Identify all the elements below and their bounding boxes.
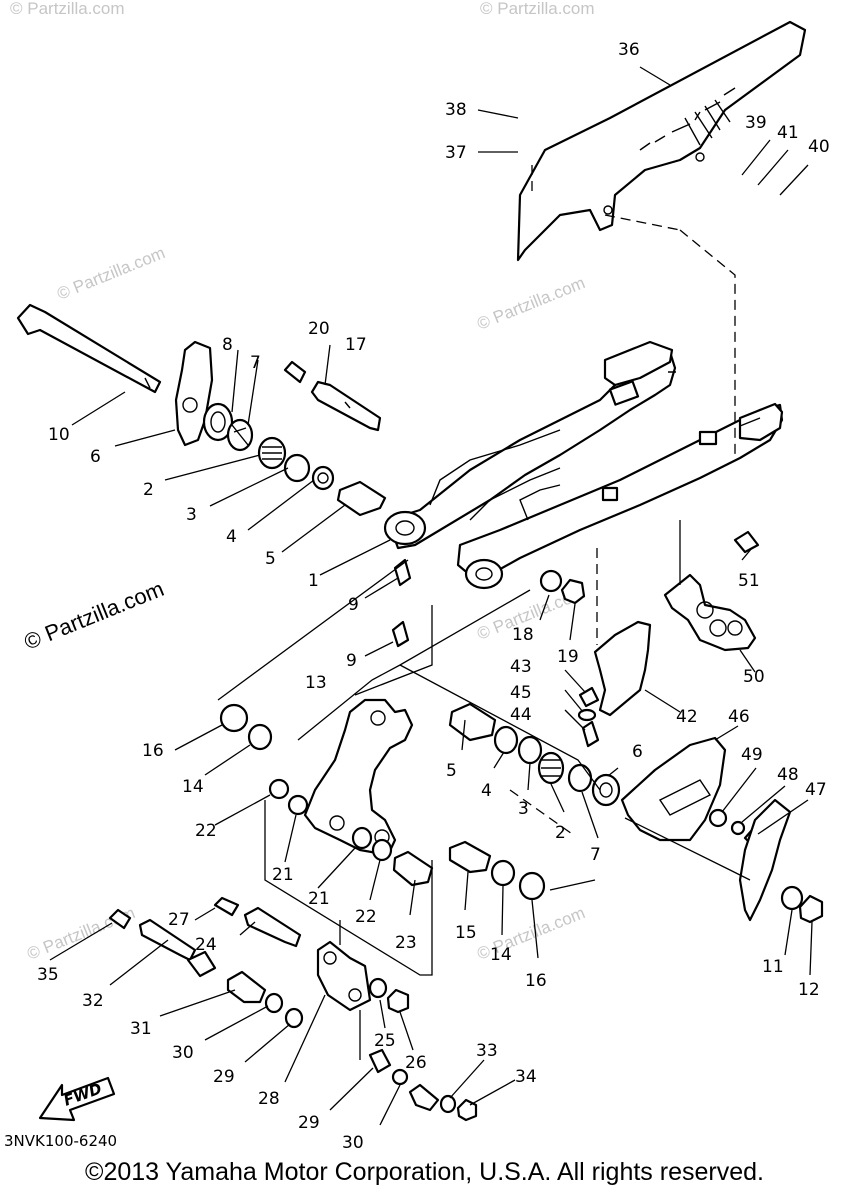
callout-48: 48 <box>777 765 799 785</box>
callout-9: 9 <box>348 595 359 615</box>
callout-4: 4 <box>226 527 237 547</box>
relay-arm <box>303 698 414 857</box>
swing-arm-guard <box>577 620 652 748</box>
callout-leaders <box>49 66 813 1126</box>
callout-47: 47 <box>805 780 827 800</box>
callout-5: 5 <box>265 549 276 569</box>
callout-38: 38 <box>445 100 467 120</box>
callout-29b: 29 <box>298 1113 320 1133</box>
chain-puller <box>620 736 824 924</box>
callout-32: 32 <box>82 991 104 1011</box>
callout-3: 3 <box>186 505 197 525</box>
watermark: © Partzilla.com <box>10 0 125 18</box>
watermark: © Partzilla.com <box>54 243 167 304</box>
left-pivot-hardware <box>202 402 387 517</box>
callout-1: 1 <box>308 571 319 591</box>
callout-31: 31 <box>130 1019 152 1039</box>
callout-41: 41 <box>777 123 799 143</box>
callout-16: 16 <box>142 741 164 761</box>
relay-shaft-upper <box>283 360 382 432</box>
callout-43: 43 <box>510 657 532 677</box>
callout-2: 2 <box>143 480 154 500</box>
callout-36: 36 <box>618 40 640 60</box>
swing-arm <box>383 340 784 590</box>
chain-guard <box>516 20 807 262</box>
callout-labels: 36 38 37 39 41 40 20 17 8 7 10 6 2 3 4 5… <box>37 40 830 1150</box>
callout-51: 51 <box>738 571 760 591</box>
watermark: © Partzilla.com <box>474 273 587 334</box>
cover-bracket <box>174 340 214 447</box>
callout-17: 17 <box>345 335 367 355</box>
callout-37: 37 <box>445 143 467 163</box>
callout-5b: 5 <box>446 761 457 781</box>
callout-9b: 9 <box>346 651 357 671</box>
callout-23: 23 <box>395 933 417 953</box>
forward-direction-arrow: FWD <box>38 1076 116 1122</box>
watermark: © Partzilla.com <box>480 0 595 18</box>
callout-8: 8 <box>222 335 233 355</box>
callout-11: 11 <box>762 957 784 977</box>
callout-14: 14 <box>182 777 204 797</box>
callout-30b: 30 <box>342 1133 364 1150</box>
assembly-lines <box>217 165 751 1060</box>
diagram-ref-code: 3NVK100-6240 <box>4 1132 117 1150</box>
callout-3b: 3 <box>518 799 529 819</box>
callout-7: 7 <box>250 353 261 373</box>
callout-49: 49 <box>741 745 763 765</box>
callout-44: 44 <box>510 705 532 725</box>
callout-40: 40 <box>808 137 830 157</box>
callout-46: 46 <box>728 707 750 727</box>
callout-15: 15 <box>455 923 477 943</box>
callout-19: 19 <box>557 647 579 667</box>
callout-6b: 6 <box>632 742 643 762</box>
callout-33: 33 <box>476 1041 498 1061</box>
callout-25: 25 <box>374 1031 396 1051</box>
callout-22b: 22 <box>355 907 377 927</box>
callout-10: 10 <box>48 425 70 445</box>
callout-2b: 2 <box>555 823 566 843</box>
connecting-rod-lower <box>108 896 478 1122</box>
rear-arm-exploded-diagram: © Partzilla.com © Partzilla.com © Partzi… <box>4 0 830 1150</box>
callout-26: 26 <box>405 1053 427 1073</box>
callout-45: 45 <box>510 683 532 703</box>
copyright-notice: ©2013 Yamaha Motor Corporation, U.S.A. A… <box>85 1158 764 1186</box>
callout-35: 35 <box>37 965 59 985</box>
callout-27: 27 <box>168 910 190 930</box>
callout-34: 34 <box>515 1067 537 1087</box>
callout-6: 6 <box>90 447 101 467</box>
callout-14b: 14 <box>490 945 512 965</box>
callout-22: 22 <box>195 821 217 841</box>
callout-21b: 21 <box>308 889 330 909</box>
callout-28: 28 <box>258 1089 280 1109</box>
callout-12: 12 <box>798 980 820 1000</box>
callout-20: 20 <box>308 319 330 339</box>
callout-42: 42 <box>676 707 698 727</box>
watermark-main: © Partzilla.com <box>21 576 168 655</box>
callout-4b: 4 <box>481 781 492 801</box>
callout-30: 30 <box>172 1043 194 1063</box>
callout-24: 24 <box>195 935 217 955</box>
pivot-shaft <box>16 303 162 394</box>
chain-slider <box>663 530 760 652</box>
callout-16b: 16 <box>525 971 547 991</box>
callout-39: 39 <box>745 113 767 133</box>
connecting-rod-hardware <box>351 826 546 901</box>
callout-13: 13 <box>305 673 327 693</box>
callout-21: 21 <box>272 865 294 885</box>
collar-and-nut <box>539 569 586 605</box>
right-pivot-hardware <box>448 702 621 807</box>
callout-7b: 7 <box>590 845 601 865</box>
callout-18: 18 <box>512 625 534 645</box>
callout-50: 50 <box>743 667 765 687</box>
callout-29: 29 <box>213 1067 235 1087</box>
relay-arm-spacers-left <box>219 703 309 816</box>
grease-nipples <box>391 558 412 648</box>
